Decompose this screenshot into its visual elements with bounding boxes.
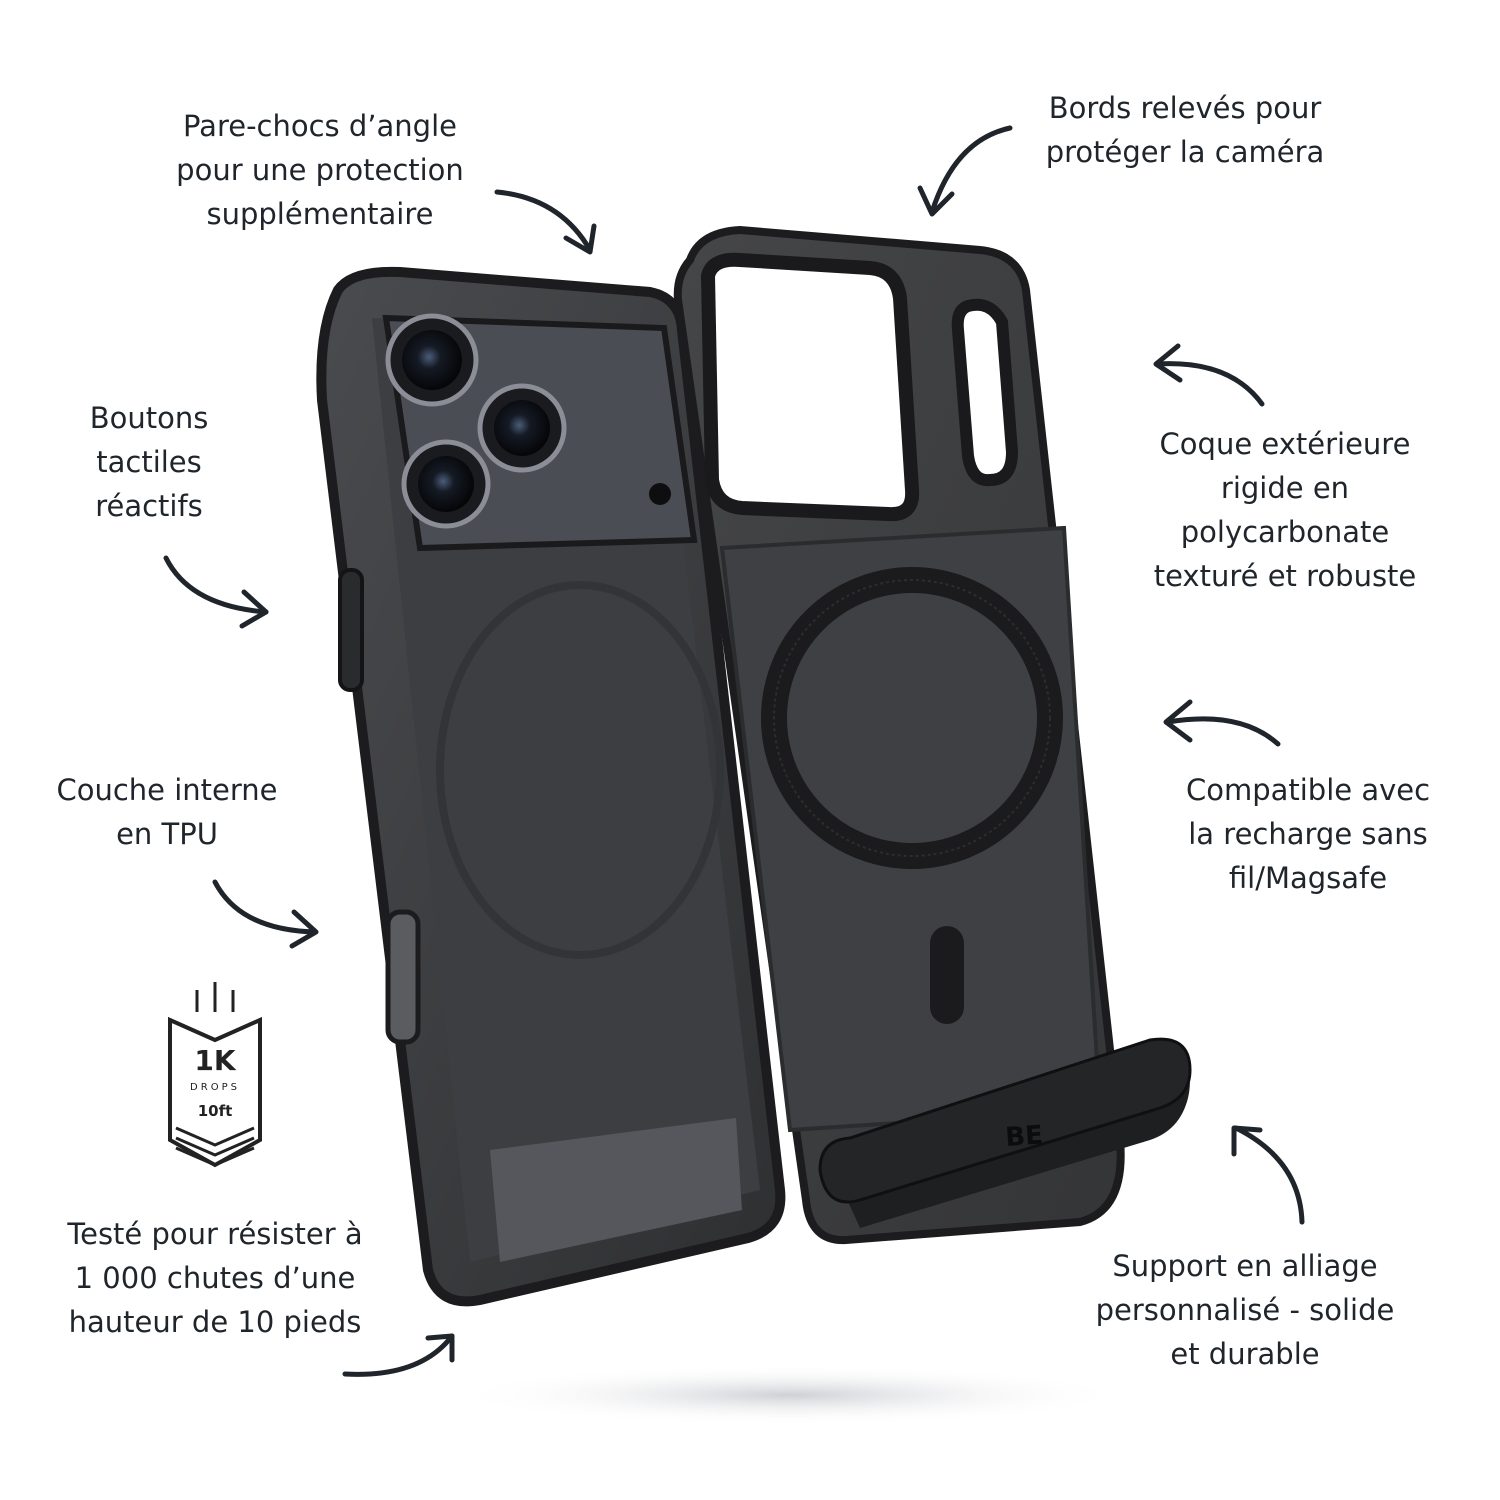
side-button-lower <box>385 909 421 1045</box>
magsafe-alignment-bar <box>930 926 964 1024</box>
callout-drop-tested: Testé pour résister à 1 000 chutes d’une… <box>67 1217 363 1339</box>
badge-height: 10ft <box>198 1102 233 1120</box>
arrow-inner-layer <box>212 879 319 949</box>
inner-magsafe-ring <box>436 581 724 959</box>
camera-lens-bottom <box>401 439 491 529</box>
arrow-hard-shell <box>1153 343 1265 407</box>
callout-inner-layer: Couche interne en TPU <box>56 773 278 851</box>
arrow-raised-edges <box>917 125 1013 217</box>
floor-shadow <box>450 1365 1130 1425</box>
callout-hard-shell: Coque extérieure rigide en polycarbonate… <box>1153 427 1417 593</box>
camera-lens-top <box>385 313 479 407</box>
callout-magsafe: Compatible avec la recharge sans fil/Mag… <box>1185 773 1431 895</box>
arrow-kickstand <box>1231 1125 1305 1225</box>
kickstand: BE <box>818 1037 1192 1228</box>
camera-cutout <box>700 252 920 522</box>
arrow-drop-tested <box>342 1333 455 1377</box>
callout-raised-edges: Bords relevés pour protéger la caméra <box>1045 91 1325 169</box>
callout-corner-bumpers: Pare-chocs d’angle pour une protection s… <box>176 109 464 231</box>
flash-cutout <box>951 298 1019 487</box>
arrow-tactile-buttons <box>163 555 269 629</box>
callout-kickstand: Support en alliage personnalisé - solide… <box>1095 1249 1395 1371</box>
callout-tactile-buttons: Boutons tactiles réactifs <box>89 401 209 523</box>
stand-logo: BE <box>1004 1120 1044 1153</box>
arrow-magsafe <box>1163 699 1281 747</box>
drop-test-badge: 1K DROPS 10ft <box>168 982 262 1168</box>
side-button-upper <box>338 568 364 692</box>
outer-shell: BE <box>673 225 1192 1245</box>
badge-unit: DROPS <box>190 1082 240 1093</box>
camera-lens-right <box>477 383 567 473</box>
badge-count: 1K <box>194 1044 236 1077</box>
arrow-corner-bumpers <box>494 189 597 255</box>
case-with-phone <box>316 266 786 1307</box>
